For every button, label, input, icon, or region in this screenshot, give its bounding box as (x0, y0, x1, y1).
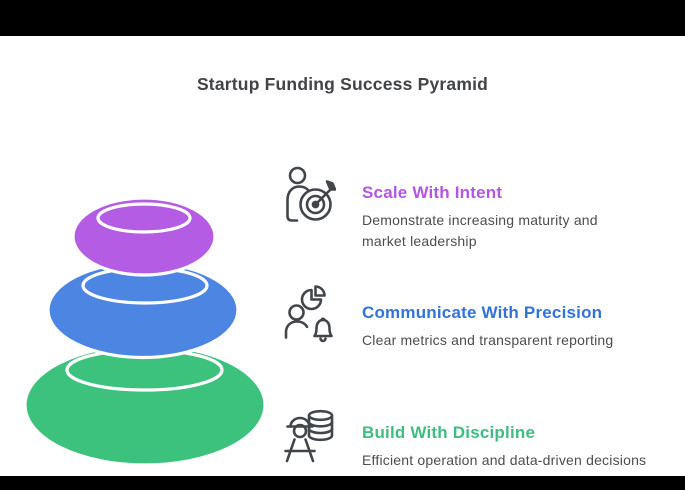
section-scale-with-intent: Scale With Intent Demonstrate increasing… (286, 166, 682, 252)
worker-database-icon (284, 405, 336, 463)
letterbox-bottom-bar (0, 476, 685, 490)
person-target-icon (284, 165, 336, 223)
section-heading: Scale With Intent (362, 183, 503, 202)
page-title: Startup Funding Success Pyramid (196, 74, 489, 94)
letterbox-top-bar (0, 0, 685, 36)
section-heading: Communicate With Precision (362, 303, 603, 322)
section-description: Demonstrate increasing maturity and mark… (362, 212, 598, 249)
section-description: Clear metrics and transparent reporting (362, 332, 614, 348)
section-communicate-with-precision: Communicate With Precision Clear metrics… (284, 285, 682, 351)
section-description: Efficient operation and data-driven deci… (362, 452, 647, 468)
section-heading: Build With Discipline (362, 423, 536, 442)
section-build-with-discipline: Build With Discipline Efficient operatio… (284, 409, 682, 471)
pyramid-level-top-top-face (96, 202, 192, 234)
person-chart-bell-icon (284, 285, 336, 343)
